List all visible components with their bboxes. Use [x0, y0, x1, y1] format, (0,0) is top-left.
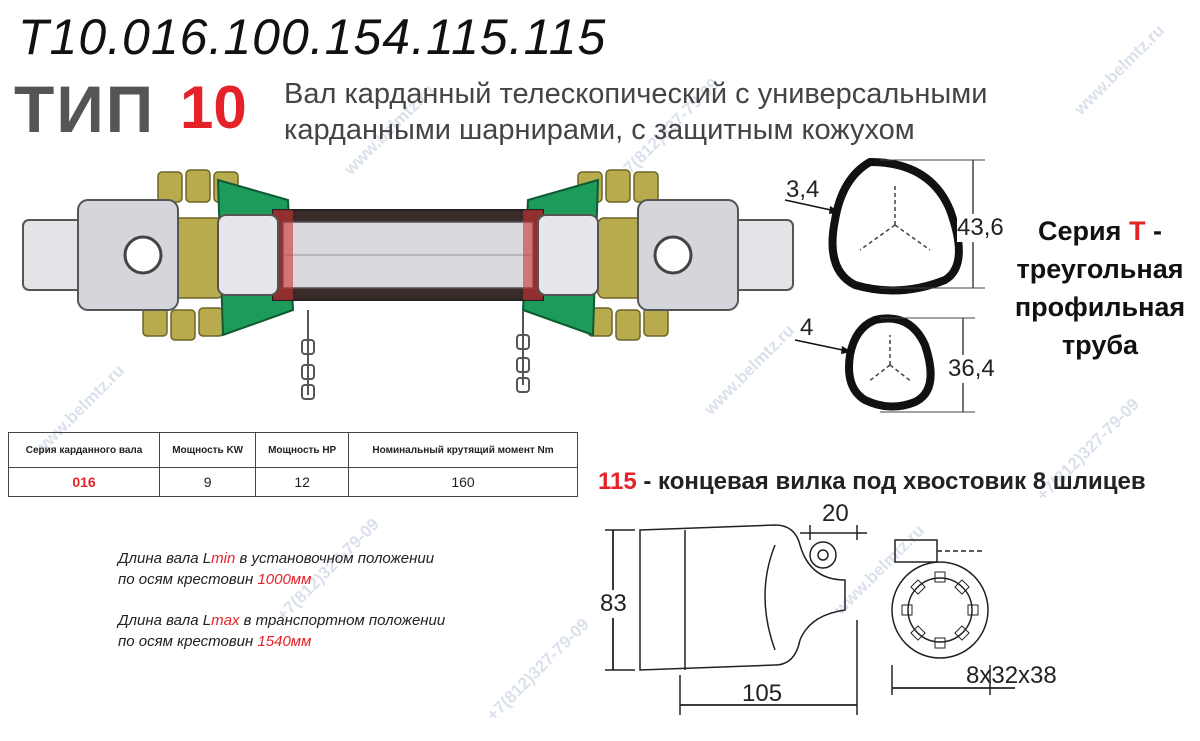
length-min-axes: по осям крестовин: [118, 571, 258, 588]
series-line-2: треугольная: [1016, 254, 1184, 284]
cell-torque: 160: [348, 467, 578, 497]
yoke-dim-height: 83: [600, 590, 627, 618]
spec-table: Серия карданного вала Мощность KW Мощнос…: [7, 432, 578, 497]
series-description: Серия Т - треугольная профильная труба: [1010, 212, 1190, 364]
type-label: ТИП: [14, 72, 156, 146]
yoke-diagram: [605, 524, 1015, 715]
table-row: 016 9 12 160: [7, 467, 578, 497]
length-max-label: Длина вала L: [118, 612, 212, 629]
length-max-note: Длина вала Lmax в транспортном положении…: [118, 610, 445, 652]
length-max-sub: max: [211, 612, 240, 629]
length-min-note: Длина вала Lmin в установочном положении…: [118, 548, 434, 590]
table-header-row: Серия карданного вала Мощность KW Мощнос…: [7, 432, 578, 468]
length-min-label: Длина вала L: [118, 550, 212, 567]
inner-profile-size: 36,4: [948, 355, 995, 383]
cell-hp: 12: [255, 467, 350, 497]
col-header-torque: Номинальный крутящий момент Nm: [348, 432, 578, 468]
col-header-series: Серия карданного вала: [7, 432, 161, 468]
yoke-dim-spline: 8x32x38: [966, 662, 1057, 689]
product-description: Вал карданный телескопический с универса…: [284, 76, 1184, 148]
product-code: T10.016.100.154.115.115: [18, 9, 607, 65]
series-letter: Т: [1128, 216, 1146, 246]
series-line-4: труба: [1061, 330, 1139, 360]
col-header-kw: Мощность KW: [159, 432, 257, 468]
outer-wall-thickness: 3,4: [786, 176, 820, 203]
description-line-1: Вал карданный телескопический с универса…: [284, 78, 988, 110]
cell-kw: 9: [159, 467, 257, 497]
yoke-title: 115 - концевая вилка под хвостовик 8 шли…: [598, 468, 1146, 496]
outer-profile-size: 43,6: [957, 214, 1004, 242]
yoke-dim-length: 105: [742, 680, 783, 707]
length-max-axes: по осям крестовин: [118, 633, 258, 650]
series-prefix: Серия: [1038, 216, 1122, 246]
inner-wall-thickness: 4: [800, 314, 814, 341]
yoke-code: 115: [598, 468, 637, 495]
type-number: 10: [180, 74, 247, 141]
series-line-3: профильная: [1014, 292, 1186, 322]
length-max-value: 1540мм: [257, 633, 312, 650]
length-min-desc: в установочном положении: [235, 550, 435, 567]
driveshaft-illustration: [22, 169, 794, 400]
cell-series: 016: [7, 467, 161, 497]
description-line-2: карданными шарнирами, с защитным кожухом: [284, 114, 915, 146]
length-max-desc: в транспортном положении: [239, 612, 446, 629]
col-header-hp: Мощность HP: [255, 432, 350, 468]
yoke-dim-top: 20: [822, 500, 849, 527]
watermark-phone: +7(812)327-79-09: [482, 614, 593, 725]
length-min-sub: min: [211, 550, 236, 567]
yoke-description: - концевая вилка под хвостовик 8 шлицев: [636, 468, 1146, 495]
length-min-value: 1000мм: [257, 571, 312, 588]
series-dash: -: [1152, 216, 1162, 246]
